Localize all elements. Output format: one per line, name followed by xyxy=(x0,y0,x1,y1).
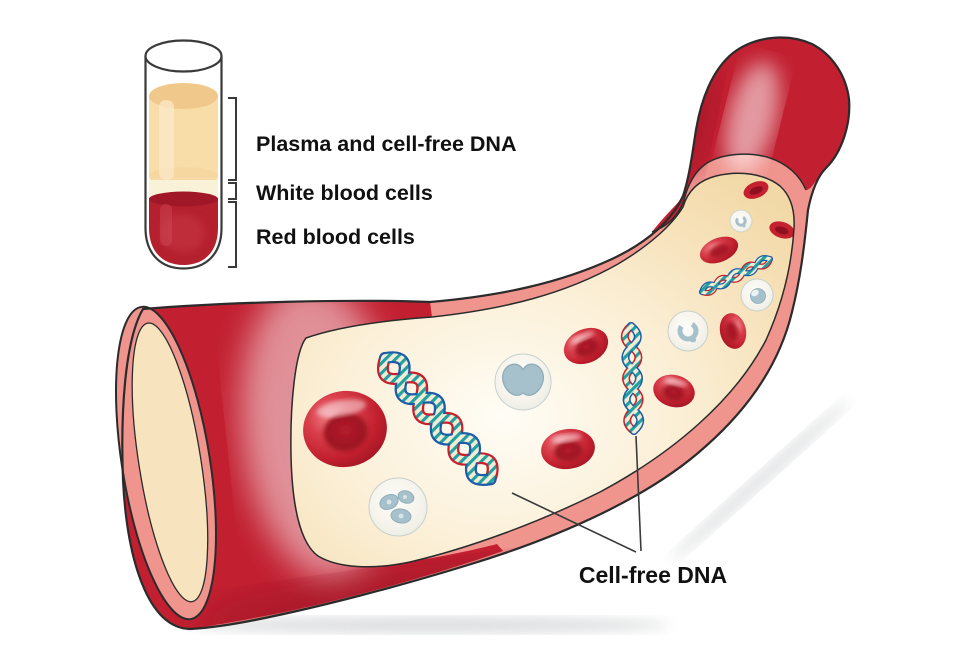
red-blood-cell xyxy=(653,374,695,408)
tube-red-cell-surface xyxy=(149,191,218,207)
red-blood-cell xyxy=(303,390,387,468)
red-blood-cell-small xyxy=(719,313,747,349)
test-tube: Plasma and cell-free DNA White blood cel… xyxy=(144,39,517,270)
cell-free-dna-helix-small xyxy=(699,254,773,297)
red-blood-cell-small xyxy=(743,181,769,199)
bracket-wbc xyxy=(228,182,237,200)
white-blood-cell xyxy=(740,278,774,312)
white-blood-cell xyxy=(667,310,709,352)
vessel-wall-lower xyxy=(122,300,503,629)
leader-line xyxy=(635,435,642,552)
cell-free-dna-helix-medium xyxy=(620,322,645,435)
tube-glass-highlight-lower xyxy=(160,204,172,246)
cell-free-dna-annotation: Cell-free DNA xyxy=(511,435,727,588)
bracket-plasma xyxy=(228,97,237,181)
red-blood-cells-label: Red blood cells xyxy=(256,225,415,249)
white-blood-cells-label: White blood cells xyxy=(256,181,433,205)
red-blood-cell-small xyxy=(699,236,739,264)
tube-glass-outline xyxy=(144,56,223,270)
red-blood-cell xyxy=(563,327,609,365)
blood-vessel xyxy=(115,36,851,631)
bracket-rbc xyxy=(228,201,237,268)
lumen-contents xyxy=(303,181,795,537)
white-blood-cell xyxy=(494,353,552,411)
vessel-outlines xyxy=(121,36,851,631)
white-blood-cell xyxy=(368,477,428,537)
tube-mouth xyxy=(144,39,223,73)
red-blood-cell-small xyxy=(769,221,795,239)
vessel-shadow xyxy=(190,399,850,633)
white-blood-cell xyxy=(729,209,753,233)
tube-glass-highlight xyxy=(159,100,174,180)
leader-line xyxy=(511,492,637,553)
cell-free-dna-helix-large xyxy=(376,351,499,486)
red-blood-cell xyxy=(541,428,595,470)
cell-free-dna-label: Cell-free DNA xyxy=(579,562,727,588)
tube-brackets xyxy=(228,97,237,268)
vessel-open-end xyxy=(115,305,217,621)
plasma-label: Plasma and cell-free DNA xyxy=(256,132,517,156)
tube-red-shine xyxy=(161,214,205,252)
